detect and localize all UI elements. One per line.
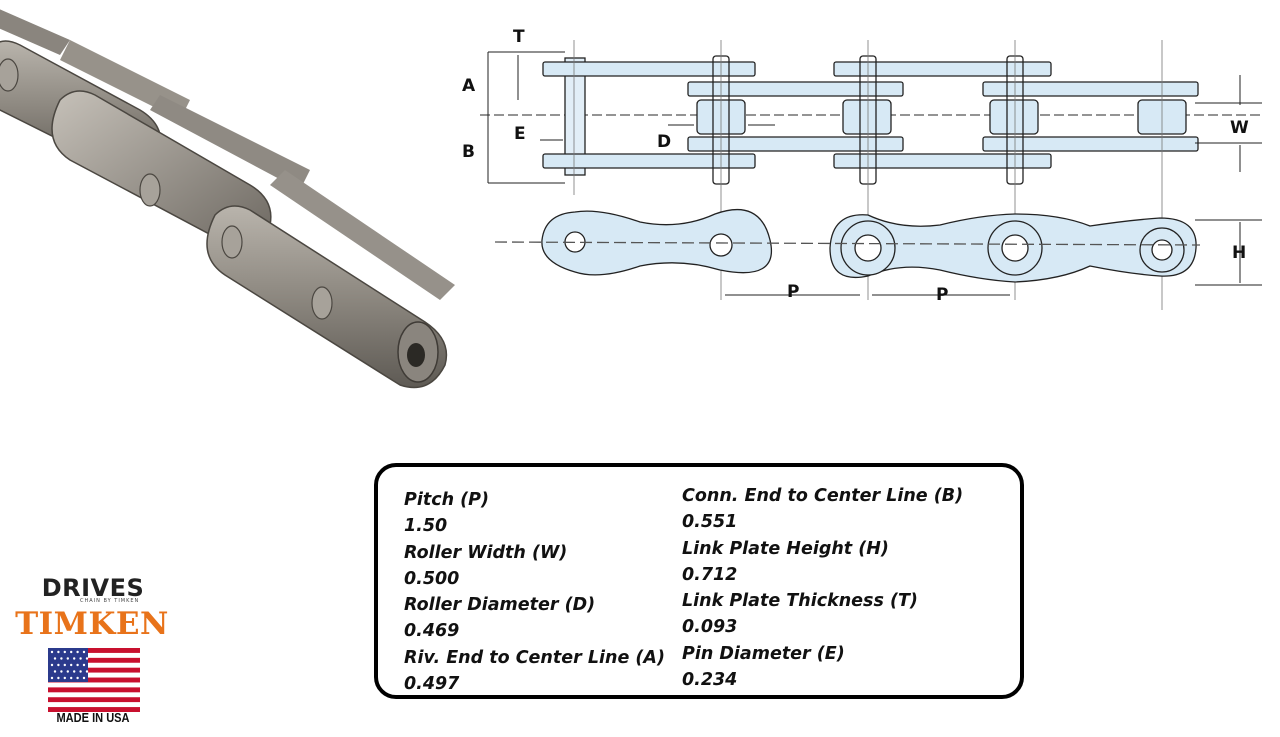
logo-tagline: CHAIN BY TIMKEN [80, 598, 140, 604]
flag-star [70, 650, 73, 654]
chain-dimension-diagram: T A B E D W H P P [462, 27, 1262, 310]
flag-star [53, 657, 57, 660]
flag-star [63, 676, 66, 680]
spec-value-roller-width: 0.500 [404, 568, 460, 589]
spec-value-roller-diameter: 0.469 [404, 621, 460, 642]
logo-drives-text: DRIVES [41, 574, 145, 602]
flag-star [73, 670, 76, 673]
label-h: H [1232, 243, 1246, 263]
logo-timken-text: TIMKEN [15, 606, 169, 642]
chain-end-pin [397, 321, 439, 383]
flag-star [85, 657, 89, 660]
flag-stripe [48, 692, 140, 698]
label-b: B [462, 142, 475, 162]
flag-star [53, 670, 57, 673]
spec-value-link-plate-thickness: 0.093 [682, 617, 738, 638]
flag-star [73, 657, 76, 660]
flag-star [76, 663, 79, 667]
flag-star [82, 676, 86, 680]
flag-stripe [48, 662, 140, 668]
label-p-1: P [787, 282, 799, 302]
flag-stripe [48, 657, 140, 663]
us-flag-icon [48, 648, 140, 712]
flag-stripe [48, 672, 140, 678]
flag-star [63, 650, 66, 654]
flag-star [66, 657, 69, 660]
spec-name-roller-diameter: Roller Diameter (D) [404, 595, 596, 616]
flag-star [79, 670, 82, 673]
dimension-labels: T A B E D W H P P [462, 27, 1249, 305]
flag-stripe [48, 707, 140, 712]
spec-name-conn-end: Conn. End to Center Line (B) [682, 486, 964, 506]
flag-stripe [48, 648, 140, 654]
flag-star [63, 663, 66, 667]
flag-star [70, 663, 73, 667]
flag-star [66, 670, 69, 673]
flag-star [76, 650, 79, 654]
flag-star [76, 676, 79, 680]
flag-star [57, 676, 60, 680]
flag-star [57, 650, 60, 654]
flag-star [60, 670, 63, 673]
flag-stripe [48, 682, 140, 688]
label-d: D [657, 132, 671, 152]
flag-star [57, 663, 60, 667]
dimension-lines [487, 51, 1262, 296]
flag-star [60, 657, 63, 660]
spec-table: Pitch (P) 1.50 Roller Width (W) 0.500 Ro… [374, 463, 1024, 699]
label-p-2: P [936, 285, 948, 305]
flag-stripe [48, 687, 140, 693]
chain-front-plates [0, 40, 448, 389]
spec-value-link-plate-height: 0.712 [682, 564, 738, 585]
flag-stripe [48, 667, 140, 673]
flag-star [85, 670, 89, 673]
spec-column-left: Pitch (P) 1.50 Roller Width (W) 0.500 Ro… [404, 487, 665, 697]
flag-star [50, 676, 54, 680]
spec-name-link-plate-height: Link Plate Height (H) [682, 538, 889, 559]
flag-star [82, 650, 86, 654]
spec-value-pitch: 1.50 [404, 516, 448, 537]
chain-pins [0, 58, 333, 320]
flag-star [79, 657, 82, 660]
label-w: W [1230, 118, 1249, 138]
spec-value-conn-end: 0.551 [682, 512, 738, 533]
flag-star [50, 650, 54, 654]
spec-value-riv-end: 0.497 [404, 674, 460, 695]
spec-value-pin-diameter: 0.234 [682, 670, 738, 691]
flag-star [50, 663, 54, 667]
spec-name-riv-end: Riv. End to Center Line (A) [404, 647, 665, 668]
label-e: E [514, 124, 526, 144]
spec-name-roller-width: Roller Width (W) [404, 542, 568, 563]
label-a: A [462, 76, 476, 96]
flag-star [70, 676, 73, 680]
chain-photo [0, 9, 455, 389]
spec-name-pitch: Pitch (P) [404, 490, 489, 510]
side-view [494, 209, 1201, 283]
top-view [480, 40, 1260, 310]
flag-stripe [48, 702, 140, 708]
flag-stripe [48, 677, 140, 683]
flag-stripe [48, 652, 140, 659]
spec-name-link-plate-thickness: Link Plate Thickness (T) [682, 591, 918, 612]
label-t: T [513, 27, 525, 47]
brand-logo: DRIVES CHAIN BY TIMKEN TIMKEN MADE IN US… [0, 572, 186, 732]
made-in-usa-text: MADE IN USA [56, 710, 130, 725]
spec-name-pin-diameter: Pin Diameter (E) [682, 643, 845, 664]
chain-back-plates [0, 9, 455, 300]
flag-stripe [48, 697, 140, 703]
spec-column-right: Conn. End to Center Line (B) 0.551 Link … [682, 483, 963, 693]
flag-star [82, 663, 86, 667]
